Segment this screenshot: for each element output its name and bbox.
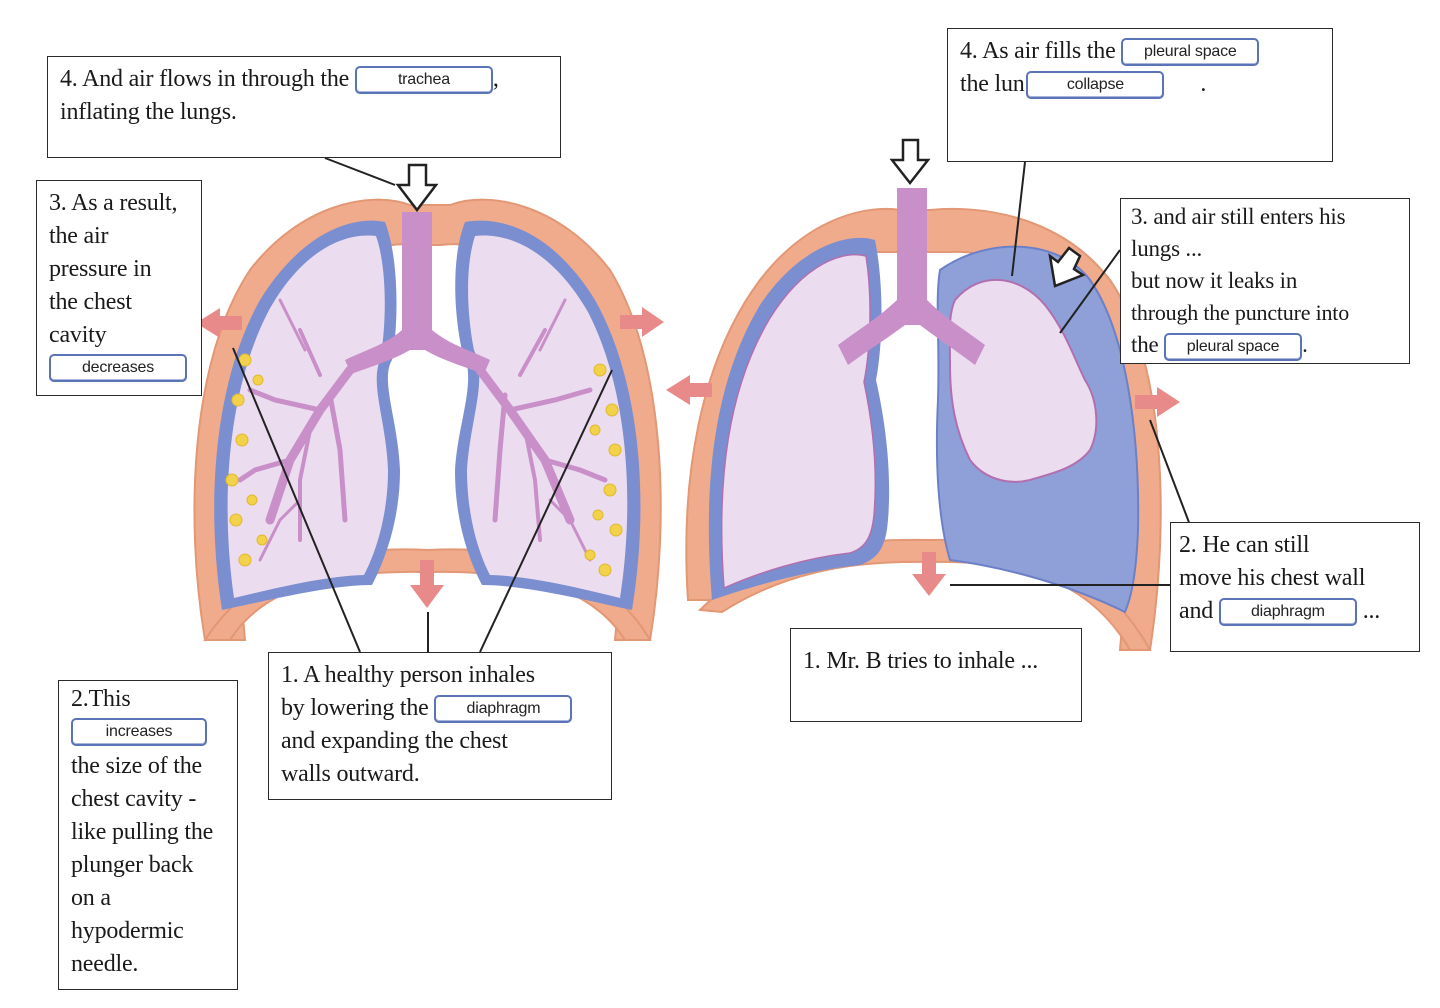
left-label-2-line1: 2.This (71, 686, 131, 712)
arrow-down-diaphragm-left (410, 560, 444, 608)
left-label-2-line2: the size of the (71, 753, 202, 780)
arrow-outward-left-2 (666, 375, 712, 405)
answer-blank-pleural-space-2[interactable]: pleural space (1164, 332, 1303, 361)
left-label-2-line4: like pulling the (71, 819, 214, 846)
left-label-3-line2: the air (49, 223, 109, 249)
answer-blank-diaphragm-left[interactable]: diaphragm (434, 695, 573, 724)
left-label-3: 3. As a result, the air pressure in the … (36, 180, 202, 396)
left-label-3-line5: cavity (49, 322, 107, 348)
right-label-2: 2. He can still move his chest wall and … (1170, 522, 1420, 652)
healthy-lungs-diagram (193, 157, 664, 653)
arrow-down-trachea-left (395, 163, 439, 213)
left-label-4-comma: , (492, 66, 499, 92)
left-label-2-line8: needle. (71, 951, 139, 978)
left-label-3-line1: 3. As a result, (49, 190, 178, 216)
right-label-3: 3. and air still enters his lungs ... bu… (1120, 198, 1410, 364)
bronchial-tree (237, 298, 608, 562)
right-label-2-line3: and (1179, 598, 1214, 624)
right-label-2-ellipsis: ... (1362, 598, 1381, 624)
right-label-3-line2: lungs ... (1131, 236, 1203, 261)
lung-left (227, 235, 388, 598)
left-label-1: 1. A healthy person inhales by lowering … (268, 652, 612, 800)
right-label-1: 1. Mr. B tries to inhale ... (790, 628, 1082, 722)
answer-blank-collapse[interactable]: collapse (1026, 71, 1165, 100)
left-label-2-line3: chest cavity - (71, 786, 197, 813)
right-label-3-line5: the (1131, 332, 1159, 357)
left-label-1-line4: walls outward. (281, 761, 420, 787)
right-label-3-line3: but now it leaks in (1131, 268, 1298, 293)
left-label-2-line7: hypodermic (71, 918, 184, 945)
left-label-2-line6: on a (71, 885, 111, 912)
trachea-right (838, 188, 985, 365)
left-label-3-line3: pressure in (49, 256, 152, 282)
lung-normal (720, 253, 876, 590)
left-label-2-line5: plunger back (71, 852, 194, 879)
right-label-4-period: . (1200, 71, 1207, 97)
lung-right (467, 235, 628, 598)
lung-collapsed (948, 278, 1098, 483)
answer-blank-decreases[interactable]: decreases (49, 354, 187, 383)
answer-blank-pleural-space-1[interactable]: pleural space (1121, 38, 1260, 67)
answer-blank-increases[interactable]: increases (71, 718, 207, 747)
left-label-1-line1: 1. A healthy person inhales (281, 662, 535, 688)
left-label-2: 2.This increases the size of the chest c… (58, 680, 238, 990)
right-label-4-line1: 4. As air fills the (960, 38, 1116, 64)
arrow-outward-left (196, 308, 242, 338)
arrow-down-trachea-right (889, 138, 931, 186)
arrow-outward-right-2 (1135, 387, 1180, 417)
trachea-left (345, 212, 490, 374)
left-label-4-line2: inflating the lungs. (60, 99, 237, 125)
arrow-outward-right (620, 307, 664, 337)
answer-blank-diaphragm-right[interactable]: diaphragm (1218, 598, 1357, 627)
right-label-4-line2: the lun (960, 71, 1025, 97)
alveoli-clusters (225, 353, 623, 577)
left-label-4: 4. And air flows in through the trachea,… (47, 56, 561, 158)
arrow-leak-into-pleural-space (1048, 246, 1086, 288)
right-label-4: 4. As air fills the pleural space the lu… (947, 28, 1333, 162)
leader-lines-right (950, 161, 1191, 586)
answer-blank-trachea[interactable]: trachea (354, 66, 493, 95)
pneumothorax-lungs-diagram (666, 138, 1191, 651)
right-label-2-line1: 2. He can still (1179, 532, 1310, 558)
right-label-3-period: . (1302, 332, 1308, 357)
left-label-3-line4: the chest (49, 289, 132, 315)
right-label-1-text: 1. Mr. B tries to inhale ... (803, 648, 1039, 674)
leader-lines-left (232, 157, 613, 653)
left-label-1-line2: by lowering the (281, 695, 429, 721)
left-label-4-text: 4. And air flows in through the (60, 66, 350, 92)
left-label-1-line3: and expanding the chest (281, 728, 508, 754)
right-label-2-line2: move his chest wall (1179, 565, 1366, 591)
arrow-down-diaphragm-right (912, 552, 946, 596)
right-label-3-line1: 3. and air still enters his (1131, 204, 1346, 229)
right-label-3-line4: through the puncture into (1131, 300, 1350, 325)
